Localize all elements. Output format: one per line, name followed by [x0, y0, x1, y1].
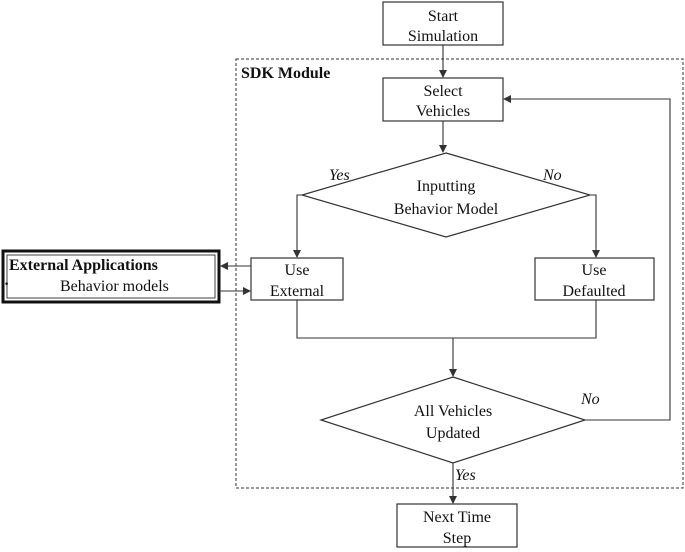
all-vehicles-updated-label-2: Updated [426, 425, 480, 442]
use-defaulted-label-2: Defaulted [562, 283, 625, 300]
select-vehicles-label-2: Vehicles [416, 103, 470, 120]
external-applications-inner-border [6, 254, 216, 299]
use-defaulted-box [534, 257, 655, 301]
inputting-behavior-label-2: Behavior Model [394, 201, 499, 218]
edge-updated-no-loop [503, 95, 671, 421]
all-vehicles-updated-decision [319, 376, 587, 464]
use-external-label-2: External [270, 283, 325, 300]
edge-defaulted-to-merge [453, 300, 597, 339]
external-applications-title: External Applications [9, 257, 158, 274]
start-simulation-label-1: Start [428, 8, 459, 25]
bullet-mark: · [4, 276, 9, 293]
sdk-module-boundary [235, 58, 684, 489]
next-time-step-box [396, 503, 518, 548]
inputting-behavior-label-1: Inputting [417, 178, 476, 195]
select-vehicles-box [382, 77, 504, 122]
no-label-right: No [542, 167, 562, 184]
yes-label-left: Yes [329, 167, 350, 184]
all-vehicles-updated-label-1: All Vehicles [414, 403, 492, 420]
start-simulation-box [382, 1, 504, 46]
use-defaulted-label-1: Use [582, 262, 607, 279]
next-time-step-label-2: Step [443, 530, 471, 547]
inputting-behavior-decision [299, 152, 593, 238]
external-applications-box [1, 249, 221, 304]
use-external-label-1: Use [285, 262, 310, 279]
edge-external-to-merge [296, 300, 453, 339]
select-vehicles-label-1: Select [423, 83, 463, 100]
yes-label-down: Yes [455, 467, 476, 484]
sdk-module-title: SDK Module [241, 65, 330, 82]
edge-decision-to-external [293, 194, 302, 258]
next-time-step-label-1: Next Time [423, 509, 491, 526]
edge-decision-to-defaulted [590, 194, 600, 258]
behavior-models-label: Behavior models [60, 278, 169, 295]
no-label-loop: No [580, 391, 600, 408]
start-simulation-label-2: Simulation [408, 28, 478, 45]
